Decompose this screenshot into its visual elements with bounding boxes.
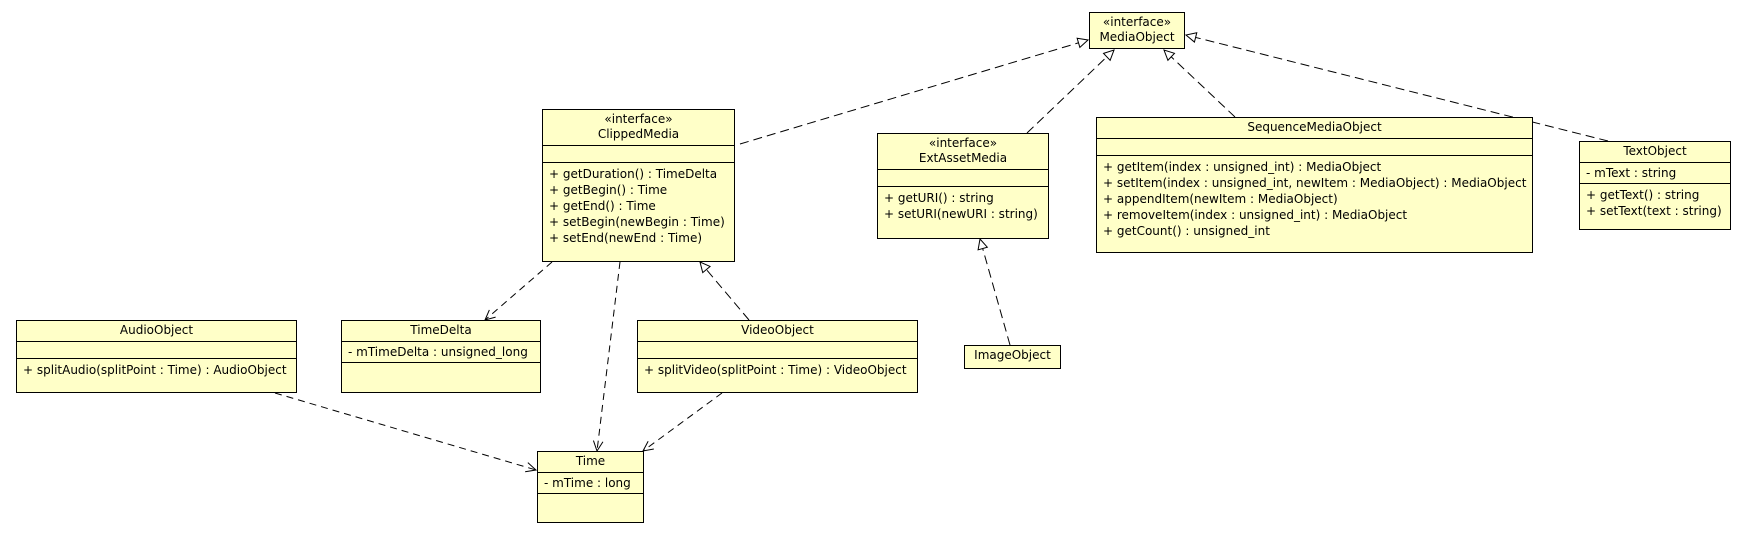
realization-text-object-to-media-object xyxy=(1184,32,1609,142)
operation: + setEnd(newEnd : Time) xyxy=(549,231,703,245)
class-header: «interface»ClippedMedia xyxy=(543,110,734,146)
realization-image-object-to-ext-asset-media xyxy=(977,237,1011,346)
class-header: VideoObject xyxy=(638,321,917,342)
class-ext-asset-media[interactable]: «interface»ExtAssetMedia + getURI() : str… xyxy=(877,133,1049,239)
attribute-compartment: - mTime : long xyxy=(538,473,643,494)
attribute: - mText : string xyxy=(1586,166,1677,180)
class-header: ImageObject xyxy=(965,346,1060,366)
class-clipped-media[interactable]: «interface»ClippedMedia + getDuration() :… xyxy=(542,109,735,262)
realization-video-object-to-clipped-media xyxy=(699,261,750,321)
operation-compartment: + splitVideo(splitPoint : Time) : VideoO… xyxy=(638,359,917,380)
class-image-object[interactable]: ImageObject xyxy=(964,345,1061,369)
class-header: SequenceMediaObject xyxy=(1097,118,1532,139)
class-header: AudioObject xyxy=(17,321,296,342)
class-time-delta[interactable]: TimeDelta - mTimeDelta : unsigned_long xyxy=(341,320,541,393)
class-text-object[interactable]: TextObject - mText : string + getText() : … xyxy=(1579,141,1731,230)
class-header: «interface»ExtAssetMedia xyxy=(878,134,1048,170)
class-name: TextObject xyxy=(1623,144,1687,158)
attribute-compartment: - mText : string xyxy=(1580,163,1730,184)
class-header: TimeDelta xyxy=(342,321,540,342)
hollow-triangle-arrowhead xyxy=(1102,49,1115,62)
class-media-object[interactable]: «interface»MediaObject xyxy=(1089,12,1185,49)
class-name: MediaObject xyxy=(1099,30,1175,44)
operation: + setURI(newURI : string) xyxy=(884,207,1038,221)
attribute-compartment xyxy=(878,170,1048,187)
class-video-object[interactable]: VideoObject + splitVideo(splitPoint : Tim… xyxy=(637,320,918,393)
class-stereotype: «interface» xyxy=(1102,15,1172,29)
realization-sequence-media-object-to-media-object xyxy=(1163,49,1236,118)
class-stereotype: «interface» xyxy=(928,136,998,150)
open-arrowhead xyxy=(642,441,654,452)
attribute-compartment xyxy=(543,146,734,163)
operation: + getEnd() : Time xyxy=(549,199,656,213)
relation-line xyxy=(274,392,537,471)
relation-line xyxy=(1026,49,1115,134)
operation: + getCount() : unsigned_int xyxy=(1103,224,1270,238)
operation: + appendItem(newItem : MediaObject) xyxy=(1103,192,1338,206)
operation-compartment xyxy=(538,494,643,511)
hollow-triangle-arrowhead xyxy=(1163,49,1176,62)
operation: + getBegin() : Time xyxy=(549,183,668,197)
operation-compartment xyxy=(342,363,540,380)
class-name: Time xyxy=(575,454,606,468)
class-name: SequenceMediaObject xyxy=(1247,120,1382,134)
realization-clipped-media-to-media-object xyxy=(739,37,1090,145)
hollow-triangle-arrowhead xyxy=(1076,37,1090,49)
attribute: - mTime : long xyxy=(544,476,631,490)
class-stereotype: «interface» xyxy=(604,112,673,126)
relation-line xyxy=(979,238,1011,346)
relation-line xyxy=(1163,49,1236,118)
relation-line xyxy=(699,261,750,321)
attribute-compartment xyxy=(17,342,296,359)
attribute: - mTimeDelta : unsigned_long xyxy=(348,345,528,359)
relation-line xyxy=(642,392,723,452)
hollow-triangle-arrowhead xyxy=(1184,32,1198,43)
operation: + setBegin(newBegin : Time) xyxy=(549,215,725,229)
operation: + getItem(index : unsigned_int) : MediaO… xyxy=(1103,160,1382,174)
dependency-clipped-media-to-time-delta xyxy=(484,261,553,321)
dependency-audio-object-to-time xyxy=(274,392,538,473)
operation: + splitVideo(splitPoint : Time) : VideoO… xyxy=(644,363,907,377)
operation-compartment: + splitAudio(splitPoint : Time) : AudioO… xyxy=(17,359,296,380)
class-time[interactable]: Time - mTime : long xyxy=(537,451,644,523)
operation: + setItem(index : unsigned_int, newItem … xyxy=(1103,176,1527,190)
realization-ext-asset-media-to-media-object xyxy=(1026,49,1115,134)
operation-compartment: + getText() : string + setText(text : str… xyxy=(1580,184,1730,221)
operation: + getURI() : string xyxy=(884,191,994,205)
class-name: VideoObject xyxy=(741,323,814,337)
operation-compartment: + getURI() : string + setURI(newURI : str… xyxy=(878,187,1048,224)
class-sequence-media-object[interactable]: SequenceMediaObject + getItem(index : uns… xyxy=(1096,117,1533,253)
open-arrowhead xyxy=(525,462,538,473)
hollow-triangle-arrowhead xyxy=(699,261,711,274)
relation-line xyxy=(484,261,553,321)
class-name: AudioObject xyxy=(119,323,194,337)
attribute-compartment xyxy=(1097,139,1532,156)
relation-line xyxy=(739,39,1089,145)
class-audio-object[interactable]: AudioObject + splitAudio(splitPoint : Tim… xyxy=(16,320,297,393)
relation-line xyxy=(1185,34,1609,142)
operation: + splitAudio(splitPoint : Time) : AudioO… xyxy=(23,363,287,377)
operation: + setText(text : string) xyxy=(1586,204,1722,218)
class-name: ExtAssetMedia xyxy=(918,151,1008,165)
operation: + removeItem(index : unsigned_int) : Med… xyxy=(1103,208,1408,222)
operation: + getDuration() : TimeDelta xyxy=(549,167,718,181)
dependency-video-object-to-time xyxy=(642,392,723,452)
class-name: ClippedMedia xyxy=(597,127,680,141)
class-header: Time xyxy=(538,452,643,473)
class-header: «interface»MediaObject xyxy=(1090,13,1184,48)
attribute-compartment: - mTimeDelta : unsigned_long xyxy=(342,342,540,363)
operation: + getText() : string xyxy=(1586,188,1700,202)
class-header: TextObject xyxy=(1580,142,1730,163)
attribute-compartment xyxy=(638,342,917,359)
dependency-clipped-media-to-time xyxy=(592,261,621,453)
class-name: ImageObject xyxy=(974,348,1051,362)
class-name: TimeDelta xyxy=(410,323,472,337)
operation-compartment: + getItem(index : unsigned_int) : MediaO… xyxy=(1097,156,1532,241)
hollow-triangle-arrowhead xyxy=(977,237,989,251)
relation-line xyxy=(596,261,621,452)
operation-compartment: + getDuration() : TimeDelta + getBegin() … xyxy=(543,163,734,248)
